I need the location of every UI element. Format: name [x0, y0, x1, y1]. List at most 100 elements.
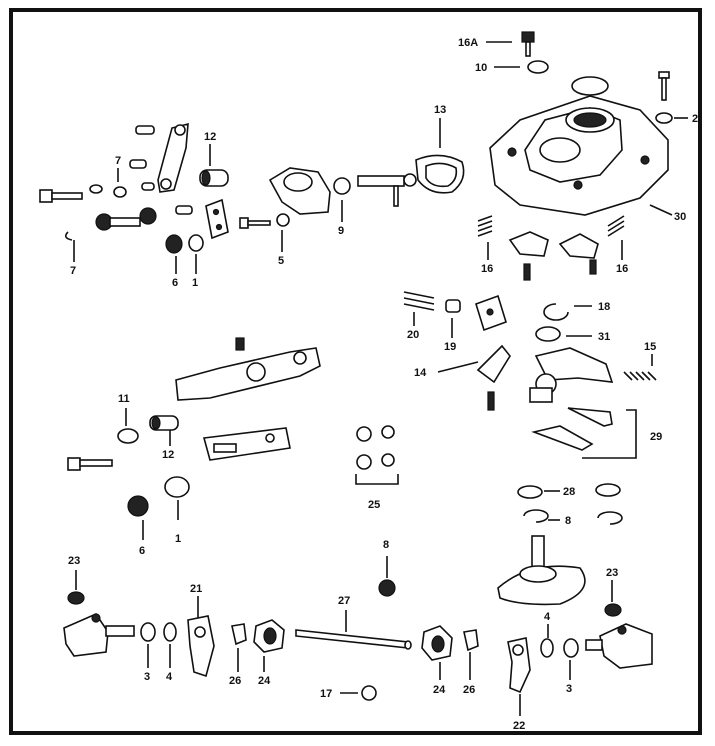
- nut-24-left-part: [253, 619, 285, 653]
- rod-end-part: [64, 207, 157, 241]
- link-arm-part: [157, 122, 189, 193]
- label-3-left: 3: [144, 671, 150, 683]
- part-labels: 16A 10 2 13 12 7 30 9 5 7 6 1 16 16 18 2…: [68, 37, 698, 732]
- brackets-16-part: [508, 231, 599, 281]
- label-7-top: 7: [115, 155, 121, 167]
- label-29: 29: [650, 431, 662, 443]
- label-6-mid: 6: [139, 545, 145, 557]
- washers-4-3-right-part: [540, 638, 579, 658]
- cam-lever-part: [529, 347, 614, 403]
- label-12-top: 12: [204, 131, 216, 143]
- bracket-plate-part: [205, 198, 229, 240]
- clip-26-left-part: [231, 623, 247, 646]
- label-31: 31: [598, 331, 610, 343]
- label-16a: 16A: [458, 37, 478, 49]
- label-4-right: 4: [544, 611, 551, 623]
- diagram-frame: [9, 8, 702, 735]
- spring-20-part: [403, 291, 435, 311]
- rod-27-part: [295, 629, 412, 650]
- lever-22-part: [507, 637, 531, 694]
- clip-18-part: [543, 303, 569, 321]
- washer-17-part: [361, 685, 377, 701]
- cap-23-right-part: [604, 603, 622, 617]
- label-21: 21: [190, 583, 202, 595]
- nut-6-part: [127, 495, 149, 517]
- shaft-cam-part: [497, 535, 586, 606]
- clips-8-part: [523, 509, 623, 525]
- label-15: 15: [644, 341, 656, 353]
- bolt-left-mid-part: [67, 457, 113, 471]
- levers-29-part: [531, 407, 613, 451]
- label-26-right: 26: [463, 684, 475, 696]
- label-2: 2: [692, 113, 698, 125]
- nut-24-right-part: [421, 625, 453, 661]
- label-24-right: 24: [433, 684, 446, 696]
- cap-23-left-part: [67, 591, 85, 605]
- bracket-14-part: [476, 344, 511, 411]
- block-left-part: [63, 612, 135, 657]
- throttle-body-part: [489, 95, 669, 216]
- label-1-mid: 1: [175, 533, 181, 545]
- label-4-left: 4: [166, 671, 173, 683]
- washer-10-part: [527, 60, 549, 74]
- gasket-13-part: [415, 154, 465, 194]
- label-23-left: 23: [68, 555, 80, 567]
- label-22: 22: [513, 720, 525, 732]
- label-8-mid: 8: [383, 539, 389, 551]
- pins-part: [129, 125, 193, 215]
- plate-part: [202, 427, 291, 461]
- block-right-part: [585, 623, 653, 669]
- spacer-12-mid-part: [149, 415, 179, 431]
- bolt-left-top-part: [39, 184, 127, 203]
- washer-31-part: [535, 326, 561, 342]
- clip-26-right-part: [463, 629, 479, 652]
- label-27: 27: [338, 595, 350, 607]
- block-part: [475, 294, 507, 332]
- label-11: 11: [118, 393, 130, 405]
- label-23-right: 23: [606, 567, 618, 579]
- label-14: 14: [414, 367, 427, 379]
- label-5: 5: [278, 255, 284, 267]
- label-20: 20: [407, 329, 419, 341]
- label-16-left: 16: [481, 263, 493, 275]
- washer-1-part: [164, 476, 190, 498]
- label-24-left: 24: [258, 675, 271, 687]
- label-9: 9: [338, 225, 344, 237]
- label-17: 17: [320, 688, 332, 700]
- label-3-right: 3: [566, 683, 572, 695]
- label-28: 28: [563, 486, 575, 498]
- bolt-2-part: [655, 71, 673, 124]
- shaft-top-part: [357, 173, 417, 207]
- label-6-top: 6: [172, 277, 178, 289]
- label-12-mid: 12: [162, 449, 174, 461]
- label-1-top: 1: [192, 277, 198, 289]
- washer-11-part: [117, 428, 139, 444]
- lever-21-part: [187, 615, 215, 678]
- bushing-6-1-top-part: [165, 234, 204, 254]
- leader-lines: [73, 41, 688, 716]
- flange-part: [268, 167, 331, 215]
- label-30: 30: [674, 211, 686, 223]
- label-10: 10: [475, 62, 487, 74]
- clip-8-mid-part: [378, 579, 396, 597]
- screw-16a-part: [521, 31, 535, 57]
- label-7-left: 7: [70, 265, 76, 277]
- washer-9-part: [333, 177, 351, 195]
- spring-16-right-part: [607, 215, 625, 237]
- nuts-25-part: [356, 425, 395, 470]
- label-18: 18: [598, 301, 610, 313]
- spring-15-part: [623, 371, 657, 381]
- label-13: 13: [434, 104, 446, 116]
- washers-28-part: [517, 483, 621, 499]
- label-19: 19: [444, 341, 456, 353]
- spacer-12-top-part: [199, 169, 229, 187]
- label-8-right: 8: [565, 515, 571, 527]
- washers-3-4-left-part: [140, 622, 177, 642]
- label-16-right: 16: [616, 263, 628, 275]
- label-26-left: 26: [229, 675, 241, 687]
- linkage-arm-part: [175, 337, 321, 401]
- screw-5-part: [239, 213, 290, 229]
- cap-part: [571, 76, 609, 96]
